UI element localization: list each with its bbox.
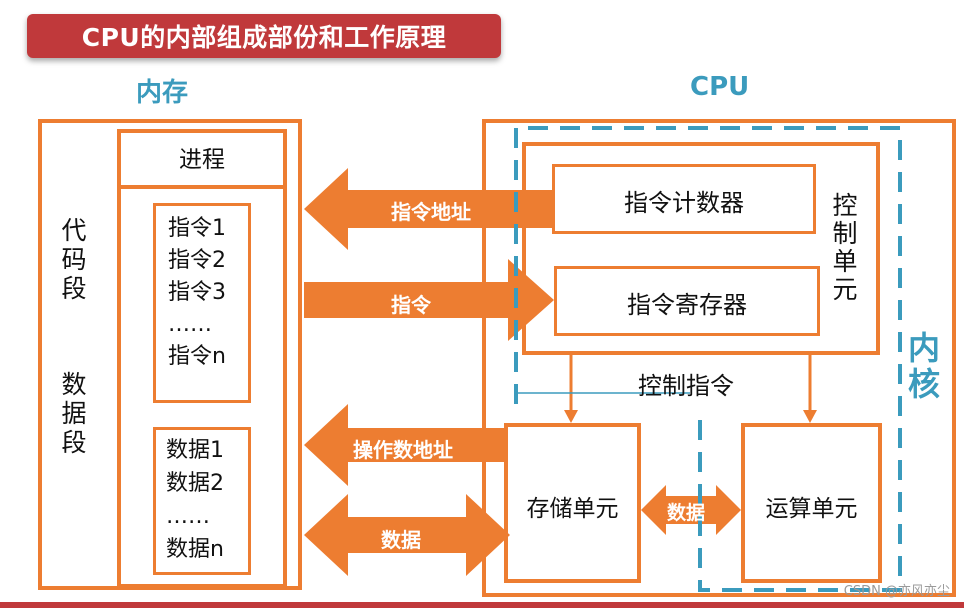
control-unit-char: 单 — [832, 247, 858, 276]
control-unit-label: 控 制 单 元 — [828, 192, 862, 304]
list-item: 指令3 — [168, 280, 226, 305]
list-item: …… — [168, 312, 212, 337]
instruction-register-box — [554, 266, 820, 336]
memory-label: 内存 — [136, 78, 189, 108]
list-item: 数据1 — [166, 438, 224, 463]
process-label: 进程 — [179, 147, 225, 173]
instruction-arrow — [304, 259, 554, 341]
control-unit-char: 控 — [832, 191, 858, 220]
list-item: 指令2 — [168, 248, 226, 273]
core-dashed-outline — [514, 126, 902, 592]
instruction-address-label: 指令地址 — [391, 200, 471, 224]
alu-label: 运算单元 — [765, 496, 858, 522]
instruction-register-label: 指令寄存器 — [627, 291, 747, 319]
internal-data-label: 数据 — [667, 502, 706, 524]
process-box — [117, 129, 287, 588]
control-unit-char: 制 — [832, 219, 858, 248]
core-label: 内 核 — [904, 330, 944, 402]
data-list-box — [153, 427, 251, 575]
instruction-list: 指令1 指令2 指令3 …… 指令n — [168, 213, 226, 373]
bottom-divider — [0, 602, 964, 608]
program-counter-label: 指令计数器 — [624, 189, 744, 217]
data-segment-label: 数 据 段 — [58, 370, 90, 457]
data-segment-char: 数 — [61, 370, 87, 399]
list-item: 指令n — [168, 344, 226, 369]
code-segment-char: 代 — [61, 216, 87, 245]
data-label: 数据 — [381, 528, 421, 552]
storage-unit-box — [504, 423, 641, 583]
cpu-box — [482, 119, 956, 597]
page-title: CPU的内部组成部份和工作原理 — [81, 23, 447, 52]
storage-unit-label: 存储单元 — [526, 496, 619, 522]
cpu-label: CPU — [690, 72, 750, 102]
down-arrow-to-storage — [564, 410, 578, 423]
code-segment-label: 代 码 段 — [58, 216, 90, 303]
watermark: CSDN @亦风亦尘 — [843, 584, 950, 599]
code-segment-char: 码 — [61, 245, 87, 274]
down-arrow-to-alu — [803, 410, 817, 423]
memory-box — [38, 119, 302, 590]
code-segment-char: 段 — [61, 274, 87, 303]
control-unit-char: 元 — [832, 275, 858, 304]
alu-box — [741, 423, 882, 583]
operand-address-label: 操作数地址 — [353, 438, 453, 462]
program-counter-box — [552, 164, 816, 234]
data-segment-char: 据 — [61, 399, 87, 428]
list-item: 数据n — [166, 537, 224, 562]
control-instruction-label: 控制指令 — [638, 372, 734, 400]
process-divider — [117, 185, 287, 189]
core-char: 内 — [907, 329, 940, 367]
title-banner: CPU的内部组成部份和工作原理 — [27, 14, 501, 58]
data-double-arrow — [304, 494, 510, 576]
list-item: …… — [166, 504, 210, 529]
control-unit-box — [522, 142, 880, 355]
instruction-address-arrow — [304, 168, 554, 250]
list-item: 指令1 — [168, 216, 226, 241]
data-list: 数据1 数据2 …… 数据n — [166, 434, 224, 566]
operand-address-arrow — [304, 404, 504, 486]
list-item: 数据2 — [166, 471, 224, 496]
data-segment-char: 段 — [61, 428, 87, 457]
core-char: 核 — [907, 365, 940, 403]
instruction-list-box — [153, 203, 251, 403]
instruction-label: 指令 — [391, 293, 431, 317]
internal-data-arrow — [641, 485, 741, 535]
